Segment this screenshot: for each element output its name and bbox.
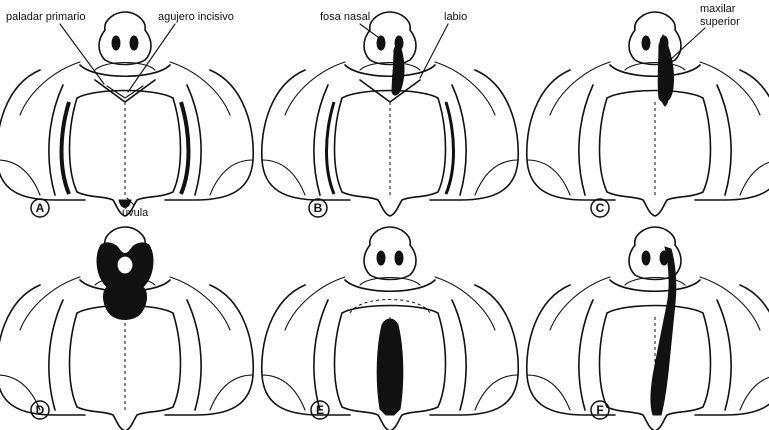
pointer-lip	[420, 24, 448, 78]
pointer-upper-maxilla	[670, 28, 705, 60]
panel-b	[262, 12, 518, 216]
svg-text:B: B	[314, 201, 323, 215]
pointer-nasal-fossa	[360, 24, 382, 40]
svg-text:F: F	[596, 403, 603, 417]
label-upper-maxilla-1: maxilar	[700, 3, 736, 15]
label-nasal-fossa: fosa nasal	[320, 11, 370, 23]
label-uvula: úvula	[122, 207, 149, 219]
pointer-primary-palate	[60, 24, 104, 84]
svg-text:E: E	[316, 403, 324, 417]
panel-a	[0, 12, 253, 216]
label-primary-palate: paladar primario	[6, 11, 85, 23]
panel-letter-b: B	[309, 199, 327, 217]
panel-f	[527, 227, 769, 430]
panel-letter-a: A	[31, 199, 49, 217]
svg-text:A: A	[36, 201, 45, 215]
panel-c	[527, 12, 769, 216]
panel-d	[0, 227, 253, 430]
panel-letter-f: F	[591, 401, 609, 419]
panel-e	[262, 227, 518, 430]
label-upper-maxilla-2: superior	[700, 16, 740, 28]
panel-letter-d: D	[31, 401, 49, 419]
panel-letter-e: E	[311, 401, 329, 419]
svg-text:C: C	[596, 201, 605, 215]
panel-letter-c: C	[591, 199, 609, 217]
label-incisive-foramen: agujero incisivo	[158, 11, 234, 23]
label-lip: labio	[444, 11, 467, 23]
svg-text:D: D	[36, 403, 45, 417]
